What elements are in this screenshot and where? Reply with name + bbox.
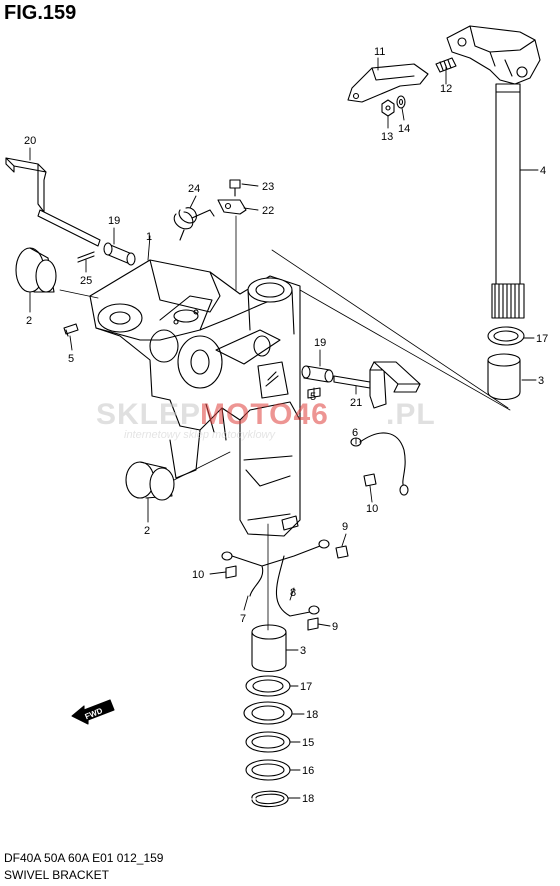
nut-part-13 (381, 99, 395, 117)
callout-25: 25 (80, 275, 92, 287)
bolt-part-9-lower (307, 617, 319, 631)
leader-lines (29, 57, 539, 799)
spring-part-24 (173, 207, 215, 241)
callout-labels: 11 12 13 14 4 20 19 1 25 2 5 24 23 22 19… (24, 46, 548, 805)
callout-12: 12 (440, 83, 452, 95)
callout-2-upper: 2 (26, 315, 32, 327)
callout-4: 4 (540, 165, 546, 177)
wire-part-7 (221, 539, 330, 597)
callout-17-lower: 18 (306, 709, 318, 721)
callout-19-upper: 19 (108, 215, 120, 227)
assembly-guide-lines (59, 215, 511, 631)
cup-part-2-upper (15, 247, 57, 293)
callout-16: 17 (300, 681, 312, 693)
callout-9-lower: 9 (332, 621, 338, 633)
callout-3-upper: 3 (538, 375, 544, 387)
ring-part-17-lower (243, 701, 293, 725)
clip-part-22 (217, 199, 247, 215)
plate-part-11 (347, 63, 429, 103)
callout-8: 8 (290, 587, 296, 599)
callout-10-upper: 10 (366, 503, 378, 515)
callout-11: 11 (374, 46, 385, 58)
watermark-brand-gray: SKLEP (96, 398, 201, 431)
callout-10-lower: 10 (192, 569, 204, 581)
stud-part-12 (435, 57, 457, 73)
bushing-part-3-upper (487, 353, 521, 401)
callout-14: 14 (398, 123, 410, 135)
cup-part-2-lower (125, 461, 175, 501)
callout-3-lower: 3 (300, 645, 306, 657)
callout-22: 22 (262, 205, 274, 217)
callout-2-lower: 2 (144, 525, 150, 537)
watermark: SKLEP MOTO46 .PL internetowy sklep motoc… (96, 398, 436, 441)
bushing-part-19-upper (103, 242, 136, 266)
steering-shaft-part (446, 25, 541, 319)
pin-part-25 (77, 251, 95, 263)
model-code: DF40A 50A 60A E01 012_159 (4, 851, 164, 865)
wire-part-8 (275, 555, 320, 617)
watermark-tagline: internetowy sklep motocyklowy (124, 429, 277, 441)
callout-7: 7 (240, 613, 246, 625)
fwd-label: FWD (84, 706, 104, 721)
fwd-arrow-icon (71, 699, 115, 725)
bushing-part-3-lower (251, 624, 287, 673)
swivel-bracket-body (89, 259, 301, 537)
ring-part-15-a (245, 731, 291, 753)
callout-24: 24 (188, 183, 200, 195)
snap-ring-part-18 (251, 790, 289, 808)
section-name: SWIVEL BRACKET (4, 868, 109, 882)
bolt-part-9-upper (335, 545, 349, 559)
callout-18: 18 (302, 793, 314, 805)
ring-part-16 (245, 675, 291, 697)
lever-part-21 (333, 361, 421, 409)
bolt-part-10-upper (363, 473, 377, 487)
callout-23: 23 (262, 181, 274, 193)
bolt-part-10-lower (225, 565, 237, 579)
callout-5-left: 5 (68, 353, 74, 365)
figure-title: FIG.159 (4, 2, 77, 24)
callout-15-a: 15 (302, 737, 314, 749)
callout-17-upper: 17 (536, 333, 548, 345)
callout-15-b: 16 (302, 765, 314, 777)
callout-9-upper: 9 (342, 521, 348, 533)
bushing-part-19-right (301, 365, 334, 383)
bolt-part-5-left (63, 323, 79, 337)
callout-5-right: 5 (310, 391, 316, 403)
ring-part-15-b (245, 759, 291, 781)
screw-part-23 (229, 179, 241, 197)
callout-20: 20 (24, 135, 36, 147)
callout-6: 6 (352, 427, 358, 439)
ring-part-17-upper (487, 326, 525, 346)
wire-part-6 (350, 432, 409, 496)
washer-part-14 (396, 95, 406, 109)
watermark-brand-red: MOTO46 (200, 398, 329, 431)
callout-21: 21 (350, 397, 362, 409)
callout-13: 13 (381, 131, 393, 143)
callout-19-right: 19 (314, 337, 326, 349)
callout-1: 1 (146, 231, 152, 243)
lever-part-20 (5, 157, 101, 247)
watermark-brand-tld: .PL (386, 398, 436, 431)
